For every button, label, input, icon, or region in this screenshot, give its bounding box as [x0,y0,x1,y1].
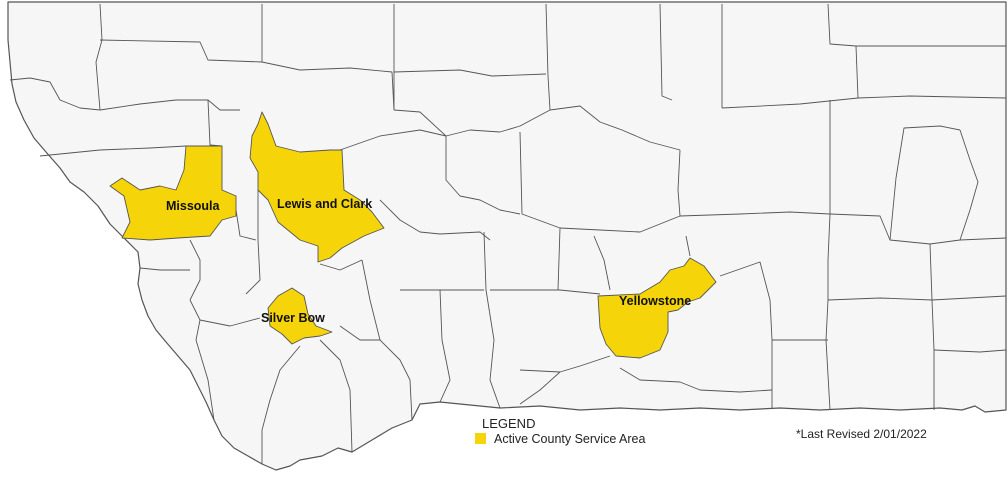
missoula-county[interactable] [109,145,237,241]
legend-swatch [475,433,486,444]
legend-item-label: Active County Service Area [494,432,646,446]
last-revised-note: *Last Revised 2/01/2022 [796,427,927,441]
lewis-and-clark-county[interactable] [249,111,385,263]
yellowstone-label: Yellowstone [619,294,691,308]
legend: LEGEND Active County Service Area [475,416,646,446]
silver-bow-label: Silver Bow [261,311,325,325]
yellowstone-county[interactable] [597,257,717,359]
missoula-label: Missoula [166,199,221,213]
county-boundaries [9,3,1007,464]
state-outline [7,1,1007,471]
legend-title: LEGEND [482,416,535,431]
lewis-and-clark-label: Lewis and Clark [277,197,372,211]
silver-bow-county[interactable] [267,287,333,345]
